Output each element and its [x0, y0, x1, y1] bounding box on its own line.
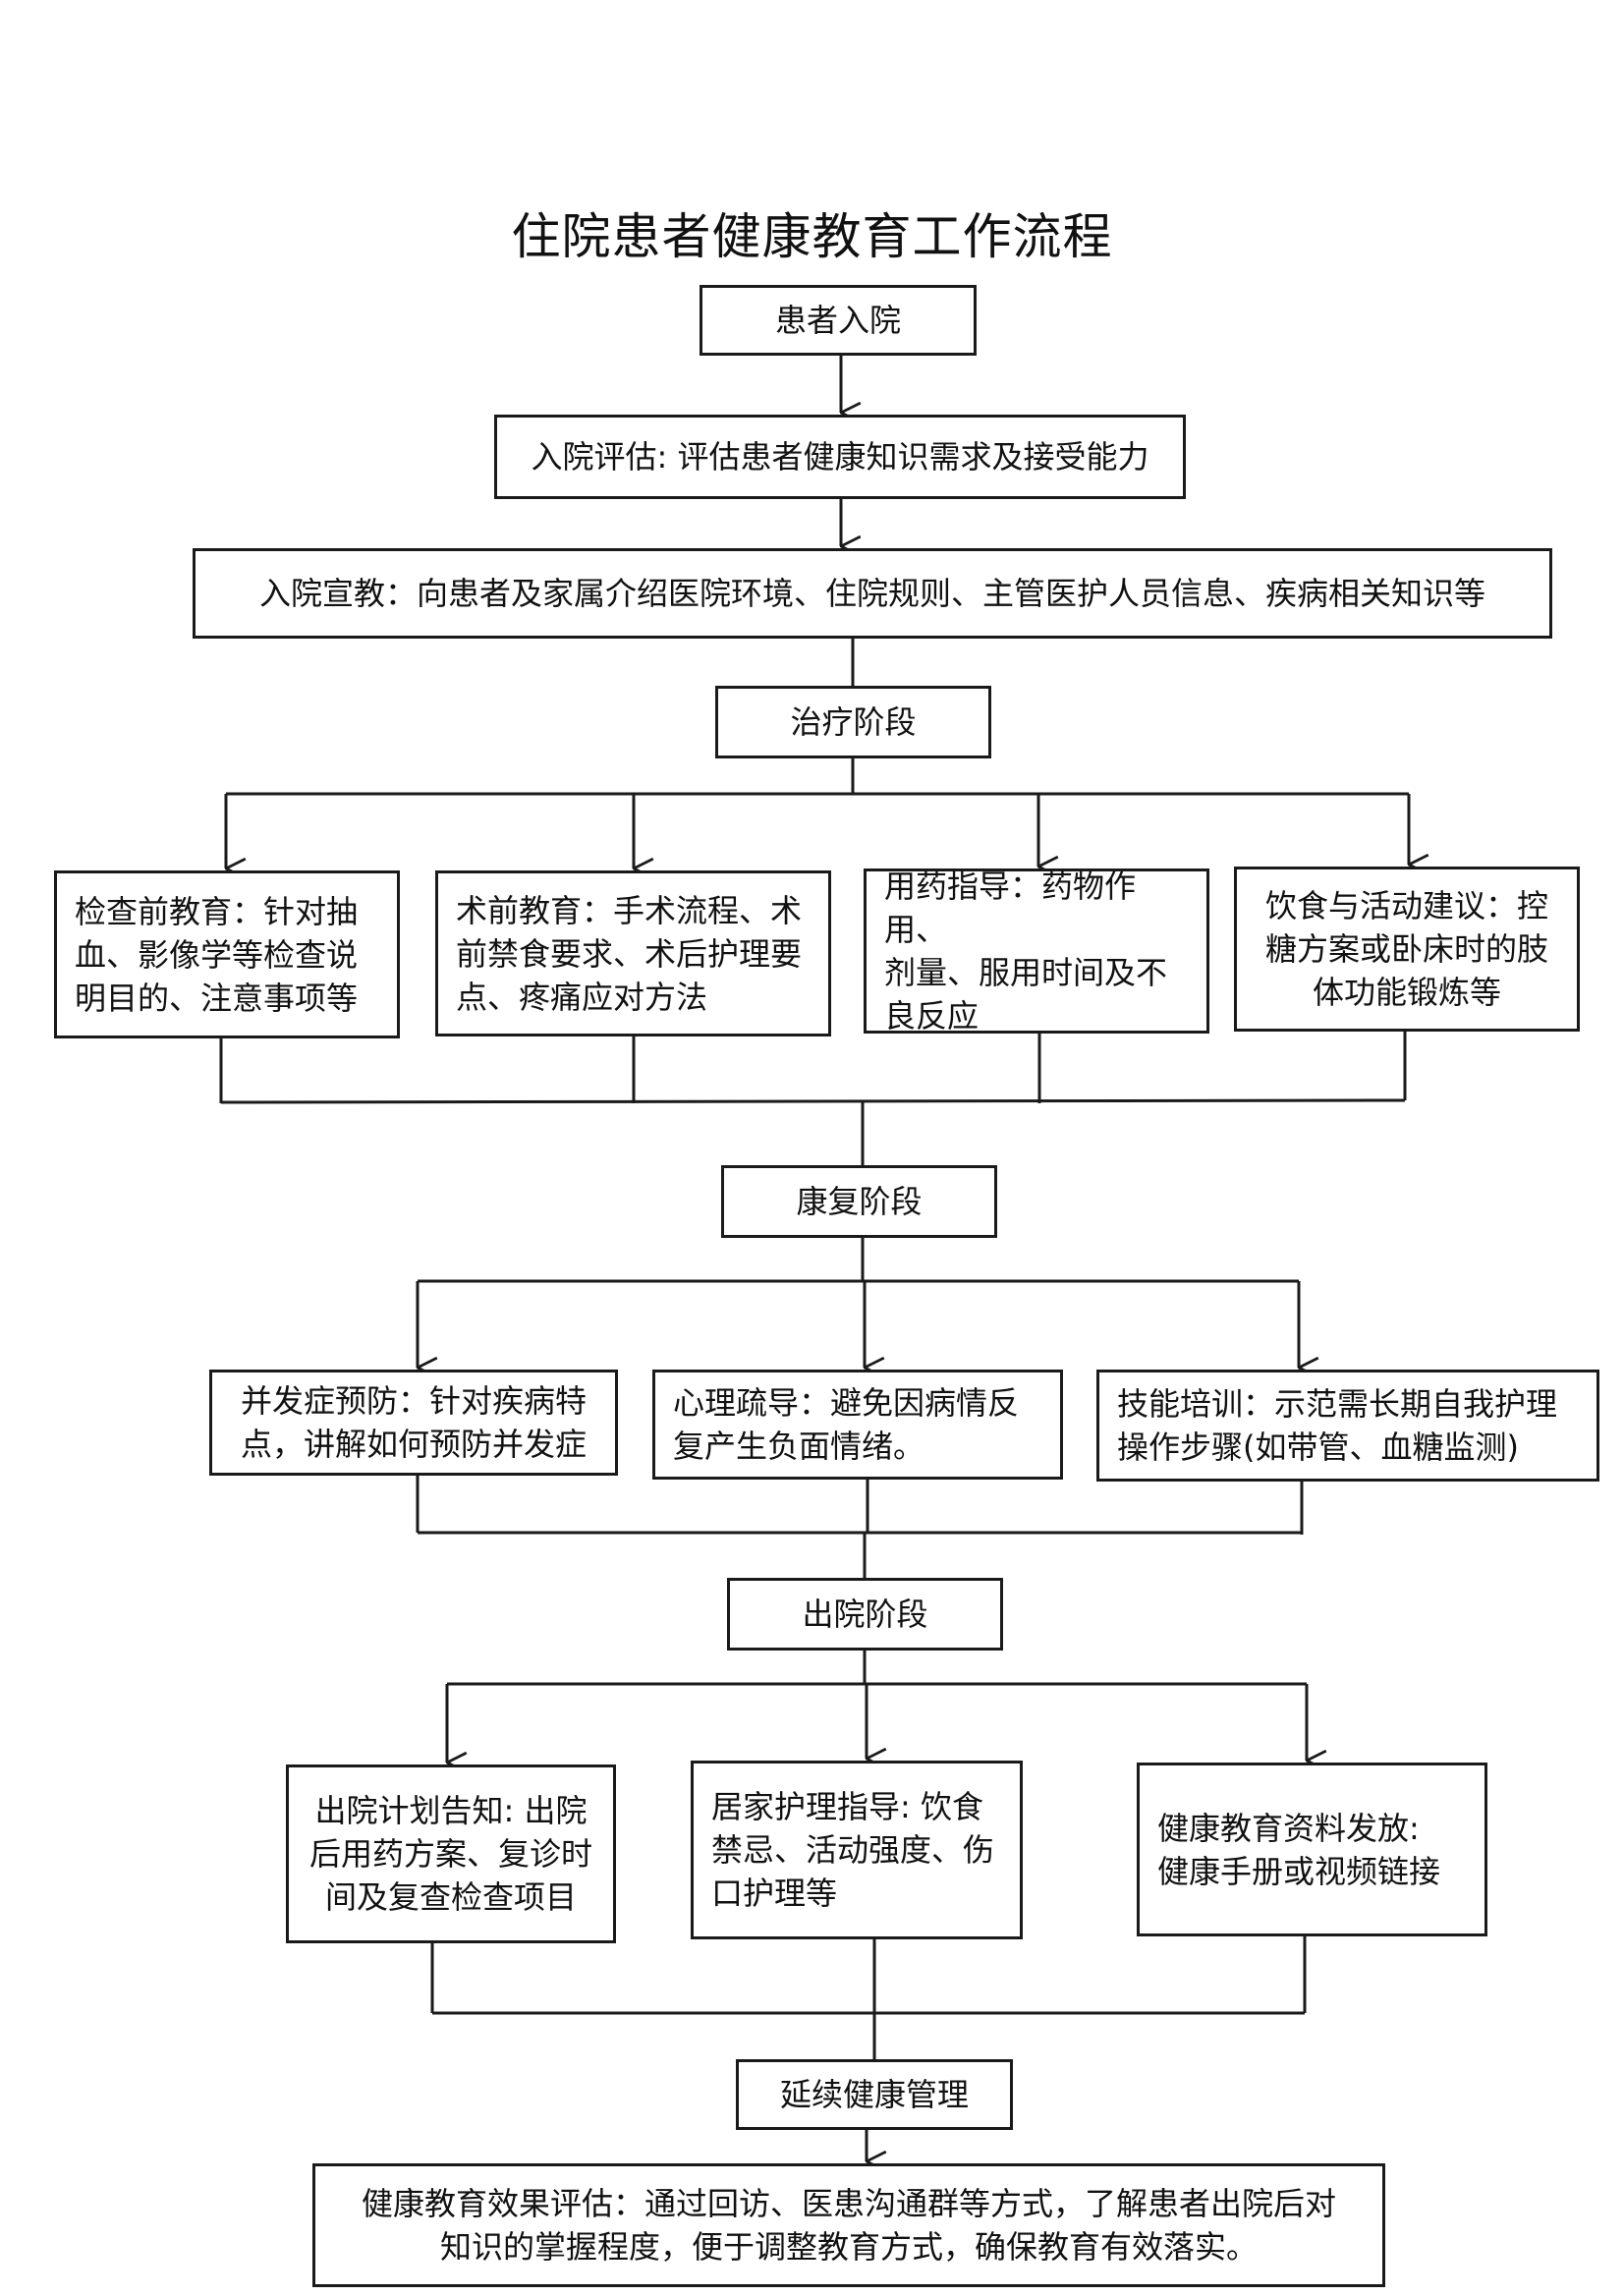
node-effect-evaluation-label: 健康教育效果评估：通过回访、医患沟通群等方式，了解患者出院后对 知识的掌握程度，… [361, 2185, 1336, 2266]
node-diet-activity: 饮食与活动建议：控 糖方案或卧床时的肢 体功能锻炼等 [1234, 867, 1580, 1032]
node-medication-label: 用药指导：药物作用、 剂量、服用时间及不 良反应 [884, 868, 1168, 1035]
node-home-care-label: 居家护理指导: 饮食 禁忌、活动强度、伤 口护理等 [711, 1788, 995, 1912]
node-materials: 健康教育资料发放: 健康手册或视频链接 [1137, 1763, 1487, 1936]
node-continuing-care-label: 延续健康管理 [779, 2076, 969, 2113]
node-rehab-stage: 康复阶段 [721, 1165, 997, 1238]
node-diet-activity-label: 饮食与活动建议：控 糖方案或卧床时的肢 体功能锻炼等 [1264, 887, 1548, 1011]
node-discharge-plan: 出院计划告知: 出院 后用药方案、复诊时 间及复查检查项目 [286, 1764, 616, 1943]
node-psychological-label: 心理疏导：避免因病情反 复产生负面情绪。 [673, 1384, 1020, 1465]
node-complication-label: 并发症预防：针对疾病特 点，讲解如何预防并发症 [240, 1382, 587, 1463]
node-admission: 患者入院 [700, 285, 977, 356]
node-home-care: 居家护理指导: 饮食 禁忌、活动强度、伤 口护理等 [691, 1761, 1023, 1939]
node-discharge-plan-label: 出院计划告知: 出院 后用药方案、复诊时 间及复查检查项目 [308, 1792, 592, 1916]
node-skill-training-label: 技能培训：示范需长期自我护理 操作步骤(如带管、血糖监测) [1117, 1385, 1558, 1466]
node-continuing-care: 延续健康管理 [736, 2059, 1013, 2130]
node-pre-op: 术前教育：手术流程、术 前禁食要求、术后护理要 点、疼痛应对方法 [435, 870, 831, 1036]
node-materials-label: 健康教育资料发放: 健康手册或视频链接 [1157, 1809, 1441, 1890]
node-assessment: 入院评估: 评估患者健康知识需求及接受能力 [494, 415, 1186, 499]
page-title: 住院患者健康教育工作流程 [511, 208, 1113, 265]
node-treatment-stage-label: 治疗阶段 [790, 703, 917, 741]
connector-treatment-merge-bus [220, 1098, 1406, 1104]
node-treatment-stage: 治疗阶段 [715, 686, 991, 758]
node-assessment-label: 入院评估: 评估患者健康知识需求及接受能力 [531, 438, 1149, 476]
node-psychological: 心理疏导：避免因病情反 复产生负面情绪。 [652, 1370, 1063, 1480]
node-complication: 并发症预防：针对疾病特 点，讲解如何预防并发症 [209, 1370, 618, 1476]
node-orientation-label: 入院宣教：向患者及家属介绍医院环境、住院规则、主管医护人员信息、疾病相关知识等 [258, 575, 1485, 612]
node-pre-exam-label: 检查前教育：针对抽 血、影像学等检查说 明目的、注意事项等 [75, 892, 359, 1017]
node-discharge-stage: 出院阶段 [727, 1578, 1003, 1651]
node-rehab-stage-label: 康复阶段 [796, 1183, 923, 1220]
node-discharge-stage-label: 出院阶段 [802, 1596, 928, 1633]
node-pre-exam: 检查前教育：针对抽 血、影像学等检查说 明目的、注意事项等 [54, 870, 400, 1038]
node-effect-evaluation: 健康教育效果评估：通过回访、医患沟通群等方式，了解患者出院后对 知识的掌握程度，… [312, 2163, 1385, 2287]
node-medication: 用药指导：药物作用、 剂量、服用时间及不 良反应 [864, 868, 1209, 1035]
node-pre-op-label: 术前教育：手术流程、术 前禁食要求、术后护理要 点、疼痛应对方法 [456, 891, 803, 1016]
node-orientation: 入院宣教：向患者及家属介绍医院环境、住院规则、主管医护人员信息、疾病相关知识等 [193, 548, 1552, 639]
node-admission-label: 患者入院 [774, 302, 901, 339]
node-skill-training: 技能培训：示范需长期自我护理 操作步骤(如带管、血糖监测) [1096, 1370, 1599, 1482]
